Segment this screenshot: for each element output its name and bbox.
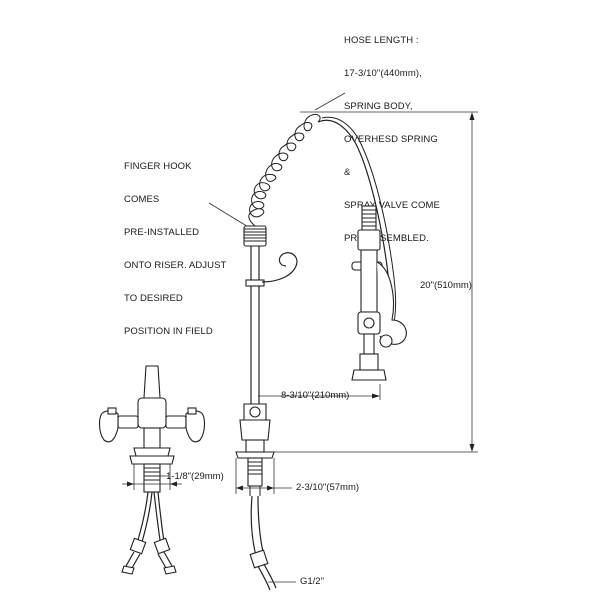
hook-note-line: ONTO RISER. ADJUST: [124, 260, 227, 271]
riser-assembly: [235, 113, 397, 591]
riser-body: [239, 419, 271, 441]
hook-collar: [245, 279, 265, 287]
hose-length-note: HOSE LENGTH : 17-3/10"(440mm), SPRING BO…: [344, 13, 440, 266]
lower-spring-coil: [243, 225, 267, 247]
thread-callout: G1/2": [268, 576, 324, 587]
height-dimension-label: 20"(510mm): [420, 280, 472, 291]
mixer-right-hose: [153, 491, 161, 541]
mixer-flange: [129, 455, 175, 465]
finger-hook: [261, 252, 298, 283]
reach-dimension: 8-3/10"(210mm): [258, 384, 381, 401]
hook-note-line: TO DESIRED: [124, 293, 183, 304]
mixer-spout: [143, 365, 161, 399]
spray-trigger: [376, 261, 407, 345]
hose-note-line: HOSE LENGTH :: [344, 35, 419, 46]
riser-shank: [247, 457, 263, 487]
mixer-left-handle: [98, 410, 119, 443]
hose-note-line: OVERHESD SPRING: [344, 134, 438, 145]
riser-flange: [235, 451, 275, 459]
hook-note-line: COMES: [124, 194, 160, 205]
thread-label: G1/2": [300, 576, 324, 587]
hose-note-line: SPRAY VALVE COME: [344, 200, 440, 211]
overhead-spring: [248, 113, 321, 227]
mixer-base-dimension-label: 1-1/8"(29mm): [166, 471, 224, 482]
mixer-base-dimension: 1-1/8"(29mm): [122, 464, 224, 490]
hook-note-line: FINGER HOOK: [124, 161, 192, 172]
mixer-faucet: [98, 365, 206, 575]
spray-head: [351, 369, 387, 381]
mixer-right-handle: [185, 410, 206, 443]
hook-note-line: PRE-INSTALLED: [124, 227, 200, 238]
mixer-left-hose: [137, 491, 149, 541]
finger-hook-note: FINGER HOOK COMES PRE-INSTALLED ONTO RIS…: [124, 139, 226, 359]
hose-note-line: &: [344, 167, 351, 178]
hose-note-line: SPRING BODY,: [344, 101, 413, 112]
height-dimension: 20"(510mm): [272, 111, 478, 453]
riser-supply-hose: [250, 495, 257, 557]
hose-note-line: 17-3/10"(440mm),: [344, 68, 422, 79]
riser-base-dimension: 2-3/10"(57mm): [235, 458, 359, 494]
reach-dimension-label: 8-3/10"(210mm): [281, 390, 349, 401]
riser-base-dimension-label: 2-3/10"(57mm): [296, 482, 359, 493]
hose-note-line: PRE-ASSEMBLED.: [344, 233, 429, 244]
hook-note-leader: [208, 202, 251, 229]
hook-note-line: POSITION IN FIELD: [124, 326, 213, 337]
hose-note-leader: [314, 92, 346, 111]
spray-valve: [351, 205, 407, 381]
